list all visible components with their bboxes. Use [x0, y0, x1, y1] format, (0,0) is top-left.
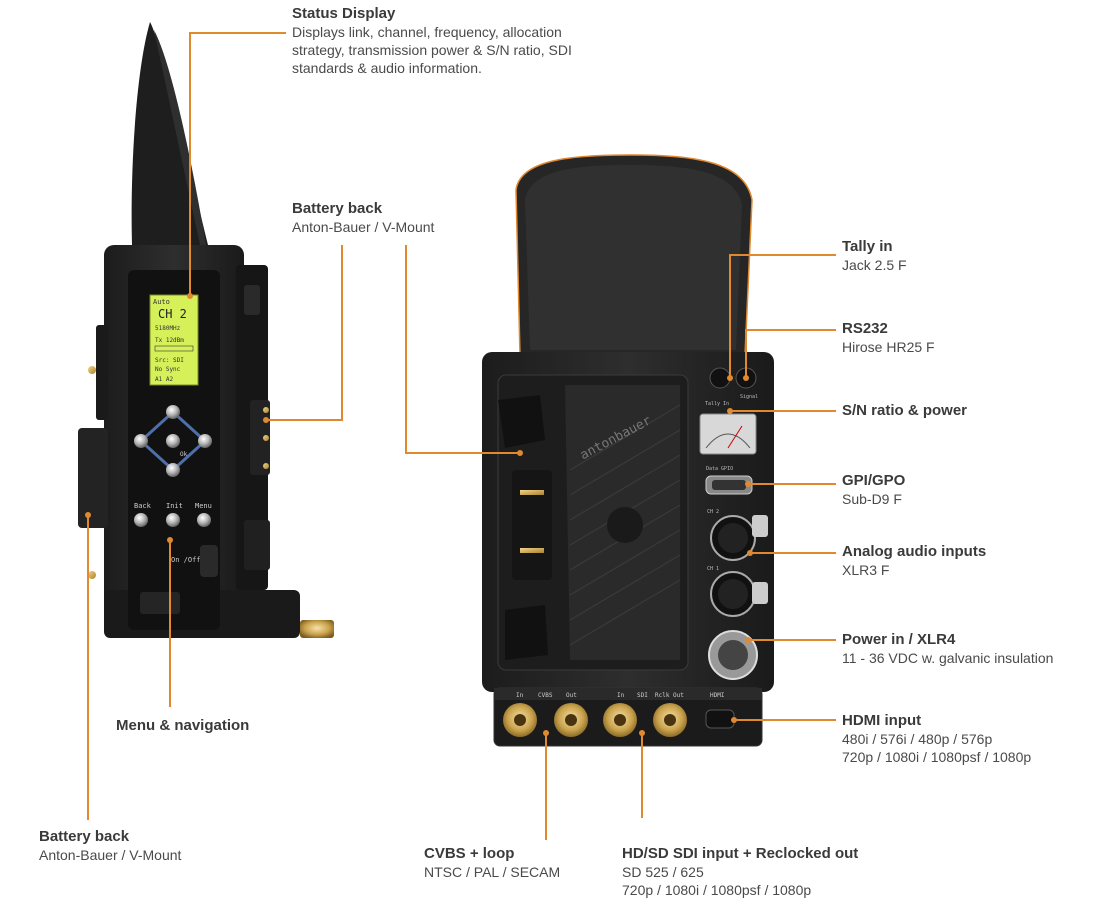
callout-title: Tally in [842, 238, 893, 255]
callout-title: GPI/GPO [842, 472, 906, 489]
leader-status-display [189, 32, 286, 296]
callout-desc-line: Anton-Bauer / V-Mount [292, 219, 435, 235]
callout-rs232: RS232 Hirose HR25 F [842, 319, 935, 356]
callout-title: Status Display [292, 5, 396, 22]
callout-title: S/N ratio & power [842, 402, 968, 419]
leader-battery-plate [405, 245, 520, 454]
nav-right-button[interactable] [198, 434, 212, 448]
lcd-line-7: A1 A2 [155, 376, 173, 383]
lcd-line-5: Src: SDI [155, 357, 184, 364]
lcd-line-1: Auto [153, 298, 170, 306]
callout-desc-line: Hirose HR25 F [842, 339, 935, 355]
side-view-device: Auto CH 2 5180MHz Tx 12dBm Src: SDI No S… [78, 22, 334, 638]
callout-desc-line: XLR3 F [842, 562, 890, 578]
init-label: Init [166, 502, 183, 510]
callout-title: CVBS + loop [424, 845, 515, 862]
menu-button[interactable] [197, 513, 211, 527]
callout-desc-line: SD 525 / 625 [622, 864, 704, 880]
hdmi-label: HDMI [710, 692, 725, 699]
callout-battery-back-top: Battery back Anton-Bauer / V-Mount [292, 199, 434, 236]
signal-label: Signal [740, 394, 758, 400]
callout-sdi-input: HD/SD SDI input + Reclocked out SD 525 /… [622, 844, 858, 899]
callout-tally-in: Tally in Jack 2.5 F [842, 237, 907, 274]
callout-desc-line: strategy, transmission power & S/N ratio… [292, 42, 572, 58]
callout-desc-line: 11 - 36 VDC w. galvanic insulation [842, 650, 1054, 666]
ch1-label: CH 1 [707, 566, 719, 572]
leader-rs232 [745, 329, 836, 378]
callout-desc-line: Jack 2.5 F [842, 257, 907, 273]
callout-desc-line: 720p / 1080i / 1080psf / 1080p [842, 749, 1032, 765]
callout-gpi-gpo: GPI/GPO Sub-D9 F [842, 471, 905, 508]
callout-power-in: Power in / XLR4 11 - 36 VDC w. galvanic … [842, 630, 1053, 667]
callout-desc-line: Anton-Bauer / V-Mount [39, 847, 182, 863]
callout-title: HDMI input [842, 712, 922, 729]
callout-analog-audio: Analog audio inputs XLR3 F [842, 542, 986, 579]
callout-title: Power in / XLR4 [842, 631, 956, 648]
callout-desc-line: Displays link, channel, frequency, alloc… [292, 24, 562, 40]
callout-hdmi-input: HDMI input 480i / 576i / 480p / 576p 720… [842, 711, 1031, 766]
nav-left-button[interactable] [134, 434, 148, 448]
back-button[interactable] [134, 513, 148, 527]
callout-title: Battery back [39, 828, 130, 845]
callout-desc-line: 720p / 1080i / 1080psf / 1080p [622, 882, 812, 898]
cvbs-label: CVBS [538, 692, 553, 699]
tally-label: Tally In [705, 401, 729, 407]
lcd-line-6: No Sync [155, 366, 181, 373]
leader-tally-in [729, 254, 836, 378]
gpio-label: Data GPIO [706, 466, 733, 472]
status-lcd [149, 294, 199, 386]
sdi-label: SDI [637, 692, 648, 699]
lcd-line-3: 5180MHz [155, 325, 181, 332]
hdmi-port [705, 709, 735, 729]
callout-desc-line: standards & audio information. [292, 60, 482, 76]
callout-title: Menu & navigation [116, 717, 250, 734]
callout-menu-nav: Menu & navigation [116, 716, 249, 735]
rear-view-device: antonbauer Tally In Signal Data GPIO CH … [482, 154, 774, 747]
callout-sn-ratio: S/N ratio & power [842, 401, 967, 420]
back-label: Back [134, 502, 152, 510]
cvbs-out-label: Out [566, 692, 577, 699]
init-button[interactable] [166, 513, 180, 527]
callout-title: Battery back [292, 200, 383, 217]
nav-down-button[interactable] [166, 463, 180, 477]
callout-title: Analog audio inputs [842, 543, 987, 560]
callout-desc-line: Sub-D9 F [842, 491, 902, 507]
ok-label: Ok [180, 451, 188, 458]
callout-status-display: Status Display Displays link, channel, f… [292, 4, 572, 77]
callout-battery-back-bottom: Battery back Anton-Bauer / V-Mount [39, 827, 181, 864]
cvbs-in-label: In [516, 692, 524, 699]
menu-label: Menu [195, 502, 212, 510]
callout-desc-line: NTSC / PAL / SECAM [424, 864, 561, 880]
nav-up-button[interactable] [166, 405, 180, 419]
leader-battery-back-top [266, 245, 343, 421]
sdi-in-label: In [617, 692, 625, 699]
power-switch[interactable] [200, 545, 218, 577]
ch2-label: CH 2 [707, 509, 719, 515]
nav-ok-button[interactable] [166, 434, 180, 448]
callout-cvbs-loop: CVBS + loop NTSC / PAL / SECAM [424, 844, 560, 881]
leader-lines [85, 32, 836, 840]
callout-title: HD/SD SDI input + Reclocked out [622, 845, 859, 862]
rclk-label: Rclk Out [655, 692, 684, 699]
callout-desc-line: 480i / 576i / 480p / 576p [842, 731, 993, 747]
lcd-line-2: CH 2 [158, 307, 187, 321]
onoff-label: On /Off [171, 556, 201, 564]
callout-title: RS232 [842, 320, 888, 337]
lcd-line-4: Tx 12dBm [155, 337, 184, 344]
